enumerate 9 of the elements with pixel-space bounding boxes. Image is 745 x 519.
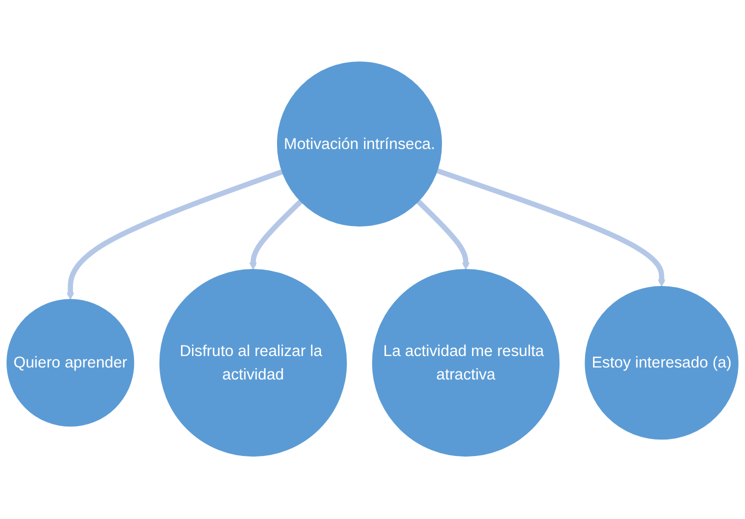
node-circle: La actividad me resulta atractiva (372, 270, 560, 458)
node-circle: Estoy interesado (a) (584, 286, 738, 440)
arrow (416, 200, 470, 270)
arrow (66, 170, 284, 300)
arrow (436, 168, 666, 288)
node-circle: Motivación intrínseca. (276, 62, 442, 227)
node-circle: Quiero aprender (6, 299, 134, 428)
node-circle: Disfruto al realizar la actividad (159, 270, 347, 458)
arrow (249, 200, 303, 270)
